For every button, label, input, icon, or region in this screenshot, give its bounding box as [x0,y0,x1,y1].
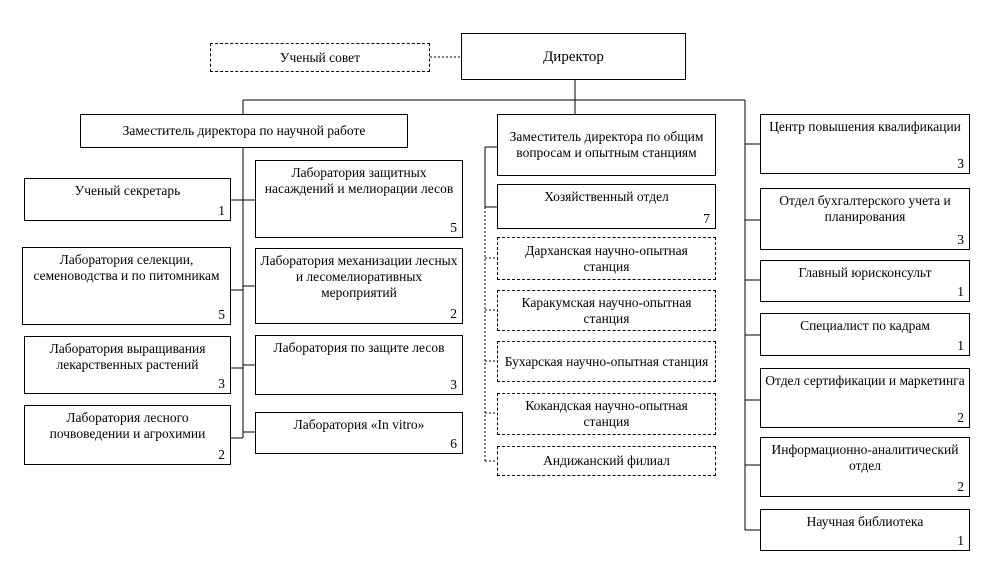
hr-count: 1 [957,338,964,353]
hr-box: Специалист по кадрам 1 [760,313,970,356]
station-bukhara-box: Бухарская научно-опытная станция [497,341,716,382]
station-bukhara-label: Бухарская научно-опытная станция [504,353,709,369]
station-kokand-label: Кокандская научно-опытная станция [525,398,688,429]
household-box: Хозяйственный отдел 7 [497,184,716,229]
lab-protective-box: Лаборатория защитных насаждений и мелиор… [255,160,463,238]
legal-count: 1 [957,284,964,299]
deputy-science-label: Заместитель директора по научной работе [122,123,366,138]
station-karakum-box: Каракумская научно-опытная станция [497,290,716,331]
lab-medicinal-count: 3 [218,376,225,391]
director-box: Директор [461,33,686,80]
lab-invitro-label: Лаборатория «In vitro» [293,417,425,432]
station-karakum-label: Каракумская научно-опытная станция [521,294,692,326]
deputy-general-label: Заместитель директора по общим вопросам … [509,129,704,160]
legal-box: Главный юрисконсульт 1 [760,260,970,302]
council-box: Ученый совет [210,43,430,72]
lab-mechanization-label: Лаборатория механизации лесных и лесомел… [260,253,458,300]
station-andijan-label: Андижанский филиал [543,453,670,468]
station-darkhan-label: Дарханская научно-опытная станция [525,242,688,274]
lab-protective-label: Лаборатория защитных насаждений и мелиор… [264,165,454,196]
certification-box: Отдел сертификации и маркетинга 2 [760,368,970,428]
secretary-box: Ученый секретарь 1 [24,178,231,221]
lab-mechanization-count: 2 [450,306,457,321]
secretary-label: Ученый секретарь [74,183,181,198]
library-count: 1 [957,533,964,548]
certification-count: 2 [957,410,964,425]
secretary-count: 1 [218,203,225,218]
lab-protection-label: Лаборатория по защите лесов [273,340,445,355]
accounting-count: 3 [957,232,964,247]
training-center-box: Центр повышения квалификации 3 [760,114,970,174]
accounting-box: Отдел бухгалтерского учета и планировани… [760,188,970,250]
lab-medicinal-label: Лаборатория выращивания лекарственных ра… [49,341,206,372]
lab-protection-count: 3 [450,377,457,392]
info-analytics-count: 2 [957,479,964,494]
training-center-label: Центр повышения квалификации [769,119,961,134]
director-label: Директор [543,48,604,65]
lab-soil-label: Лаборатория лесного почвоведении и агрох… [49,410,206,441]
library-box: Научная библиотека 1 [760,509,970,551]
info-analytics-box: Информационно-аналитический отдел 2 [760,437,970,497]
station-kokand-box: Кокандская научно-опытная станция [497,393,716,435]
lab-selection-box: Лаборатория селекции, семеноводства и по… [22,247,231,325]
station-darkhan-box: Дарханская научно-опытная станция [497,237,716,280]
lab-invitro-count: 6 [450,436,457,451]
info-analytics-label: Информационно-аналитический отдел [771,442,959,473]
household-count: 7 [703,211,710,226]
household-label: Хозяйственный отдел [544,189,669,204]
lab-invitro-box: Лаборатория «In vitro» 6 [255,412,463,454]
lab-soil-box: Лаборатория лесного почвоведении и агрох… [24,405,231,465]
lab-mechanization-box: Лаборатория механизации лесных и лесомел… [255,248,463,324]
legal-label: Главный юрисконсульт [798,265,932,280]
lab-protective-count: 5 [450,220,457,235]
lab-protection-box: Лаборатория по защите лесов 3 [255,335,463,395]
accounting-label: Отдел бухгалтерского учета и планировани… [779,193,951,224]
lab-medicinal-box: Лаборатория выращивания лекарственных ра… [24,336,231,394]
lab-selection-count: 5 [218,307,225,322]
station-andijan-box: Андижанский филиал [497,446,716,476]
lab-soil-count: 2 [218,447,225,462]
council-label: Ученый совет [279,49,361,65]
deputy-general-box: Заместитель директора по общим вопросам … [497,114,716,176]
training-center-count: 3 [957,156,964,171]
hr-label: Специалист по кадрам [800,318,930,333]
lab-selection-label: Лаборатория селекции, семеноводства и по… [33,252,220,283]
certification-label: Отдел сертификации и маркетинга [765,373,965,388]
deputy-science-box: Заместитель директора по научной работе [80,114,408,148]
library-label: Научная библиотека [806,514,924,529]
